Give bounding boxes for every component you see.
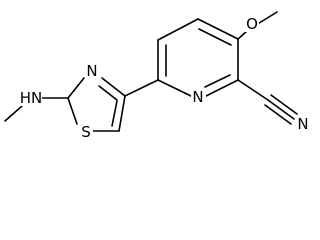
bond-thiazole-c5-c4 — [118, 95, 126, 132]
bond-ring-linker — [124, 79, 159, 97]
bond-thiazole-c5-c4-inner — [111, 100, 118, 127]
bond-thiazole-n-c2 — [67, 77, 85, 99]
amine-label-bg — [20, 89, 42, 106]
oxygen-label-bg — [245, 16, 259, 32]
bond-lines — [4, 11, 298, 132]
amine-label: HN — [20, 89, 43, 107]
bond-pyridine-c4-c5 — [157, 18, 199, 41]
bond-nitrile-triple-a — [267, 99, 295, 120]
chemical-structure-diagram: O N N N S HN — [4, 11, 311, 141]
sulfur-atom-label: S — [81, 123, 91, 141]
bond-pyridine-c3-c4 — [197, 18, 239, 40]
bond-oxygen-ring — [237, 30, 248, 40]
sulfur-label-bg — [79, 124, 93, 140]
nitrile-nitrogen-label: N — [297, 115, 308, 133]
nitrile-nitrogen-label-bg — [296, 115, 311, 132]
bond-thiazole-c4-n-inner — [98, 85, 118, 101]
pyridine-nitrogen-label-bg — [191, 89, 206, 105]
bond-pyridine-c3-c4-inner — [198, 28, 232, 46]
bond-nitrile-triple-b — [270, 94, 298, 115]
oxygen-atom-label: O — [246, 15, 258, 33]
bond-pyridine-n-c2-inner — [204, 74, 231, 88]
bond-nitrile-triple-c — [264, 104, 292, 125]
bond-nitrile-single — [237, 79, 269, 101]
bond-thiazole-c2-s — [67, 97, 78, 125]
bond-pyridine-c6-n — [157, 79, 192, 97]
thiazole-nitrogen-label-bg — [85, 63, 100, 79]
atom-labels: O N N N S HN — [20, 15, 311, 141]
bond-methyl-oxygen — [255, 11, 278, 26]
pyridine-nitrogen-label: N — [192, 88, 203, 106]
bond-amine-methyl — [4, 105, 23, 122]
thiazole-nitrogen-label: N — [86, 62, 97, 80]
bond-pyridine-n-c2 — [205, 79, 239, 97]
bond-thiazole-c4-n — [101, 77, 126, 97]
